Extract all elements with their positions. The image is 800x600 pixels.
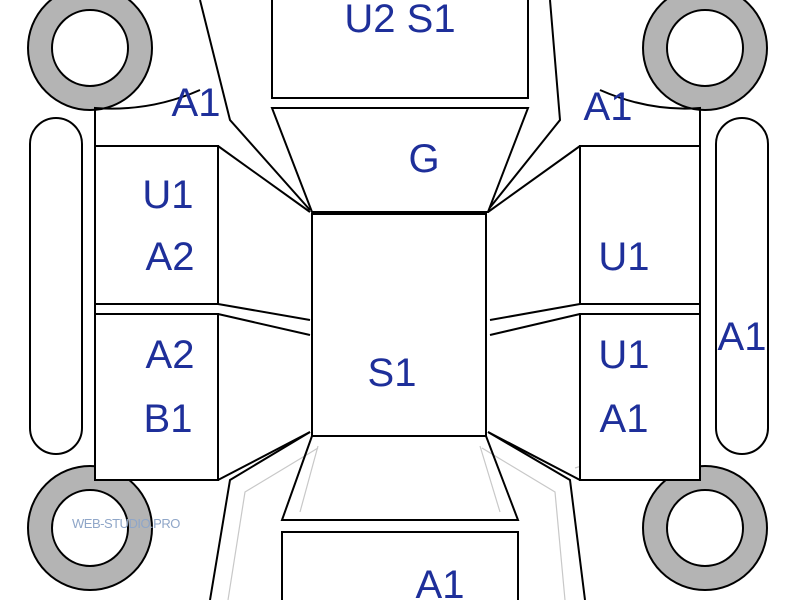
left-front-fender-grey bbox=[227, 447, 319, 600]
right-top-pillar-label: A1 bbox=[584, 85, 633, 129]
left-front-door-label-1: A2 bbox=[146, 333, 195, 377]
roof-panel[interactable] bbox=[311, 213, 487, 437]
right-sill-panel[interactable] bbox=[715, 117, 769, 455]
left-front-door-window-line bbox=[217, 431, 311, 481]
right-front-door-label-1: U1 bbox=[598, 333, 649, 377]
right-rear-door-window-line bbox=[487, 145, 581, 213]
right-sill-label: A1 bbox=[718, 315, 767, 359]
right-door-bpillar bbox=[489, 303, 581, 336]
wheel-top-left bbox=[27, 0, 153, 111]
right-rear-body-curve bbox=[599, 89, 701, 118]
wheel-bottom-left bbox=[27, 465, 153, 591]
right-front-door-panel[interactable] bbox=[579, 313, 701, 481]
right-front-door-label-2: A1 bbox=[600, 397, 649, 441]
right-front-fender-line bbox=[487, 431, 586, 600]
right-front-door-window-line bbox=[487, 431, 581, 481]
left-rear-fender-line bbox=[199, 0, 311, 211]
hood-label: A1 bbox=[416, 563, 465, 600]
left-door-bpillar bbox=[217, 303, 311, 336]
hood-panel[interactable] bbox=[281, 531, 519, 600]
left-sill-panel[interactable] bbox=[29, 117, 83, 455]
trunk-panel[interactable] bbox=[271, 0, 529, 99]
left-front-door-label-2: B1 bbox=[144, 397, 193, 441]
roof-label: S1 bbox=[368, 351, 417, 395]
left-front-fender-line bbox=[209, 431, 311, 600]
rear-window-label: G bbox=[408, 137, 439, 181]
rear-window-panel[interactable] bbox=[270, 107, 530, 213]
wheel-top-right bbox=[642, 0, 768, 111]
windshield-inner-grey bbox=[299, 445, 501, 513]
wheel-bottom-right bbox=[642, 465, 768, 591]
left-rear-body-curve bbox=[94, 89, 201, 118]
watermark-text: WEB-STUDIO.PRO bbox=[72, 516, 180, 531]
left-rear-door-panel[interactable] bbox=[94, 145, 219, 305]
windshield-outline bbox=[280, 435, 520, 521]
right-front-fender-grey bbox=[481, 447, 566, 600]
right-rear-door-panel[interactable] bbox=[579, 145, 701, 305]
left-top-pillar-label: A1 bbox=[172, 81, 221, 125]
left-front-door-panel[interactable] bbox=[94, 313, 219, 481]
left-rear-door-window-line bbox=[217, 145, 311, 213]
right-rear-fender-line bbox=[487, 0, 562, 211]
trunk-label: U2 S1 bbox=[344, 0, 455, 41]
right-rear-door-label: U1 bbox=[598, 235, 649, 279]
left-rear-door-label-1: U1 bbox=[142, 173, 193, 217]
left-rear-door-label-2: A2 bbox=[146, 235, 195, 279]
